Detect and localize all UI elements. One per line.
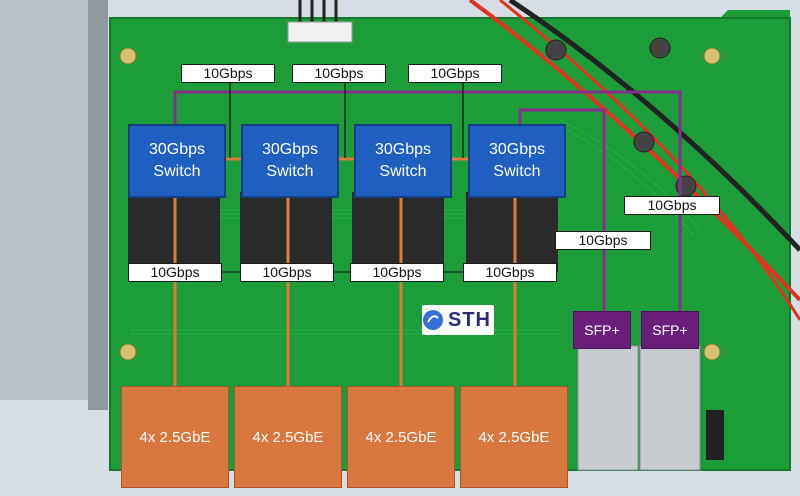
link-label-sfp-2: 10Gbps	[624, 196, 720, 215]
link-label-top-3: 10Gbps	[408, 64, 502, 83]
switch-1: 30Gbps Switch	[128, 124, 226, 198]
link-label-mid-3: 10Gbps	[350, 263, 444, 282]
port-block-2: 4x 2.5GbE	[234, 386, 342, 488]
sfp-2: SFP+	[641, 311, 699, 349]
switch-2: 30Gbps Switch	[241, 124, 339, 198]
link-label-top-1: 10Gbps	[181, 64, 275, 83]
link-label-mid-2: 10Gbps	[240, 263, 334, 282]
link-label-mid-1: 10Gbps	[128, 263, 222, 282]
port-block-3: 4x 2.5GbE	[347, 386, 455, 488]
switch-3: 30Gbps Switch	[354, 124, 452, 198]
switch-4: 30Gbps Switch	[468, 124, 566, 198]
sth-logo-icon	[423, 310, 443, 330]
port-block-1: 4x 2.5GbE	[121, 386, 229, 488]
link-label-mid-4: 10Gbps	[463, 263, 557, 282]
sfp-1: SFP+	[573, 311, 631, 349]
link-label-sfp-1: 10Gbps	[555, 231, 651, 250]
sth-logo-text: STH	[448, 308, 491, 331]
port-block-4: 4x 2.5GbE	[460, 386, 568, 488]
sth-logo: STH	[422, 305, 494, 335]
link-label-top-2: 10Gbps	[292, 64, 386, 83]
